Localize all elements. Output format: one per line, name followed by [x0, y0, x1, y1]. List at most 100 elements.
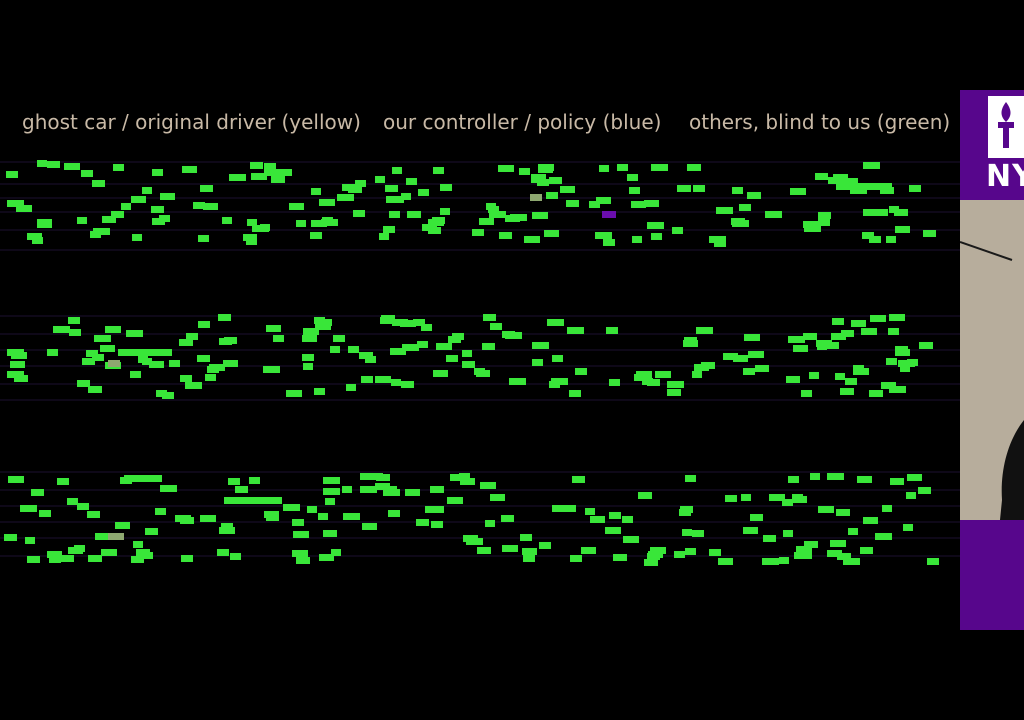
other-car: [228, 478, 240, 485]
other-car: [296, 220, 306, 227]
other-car: [552, 355, 563, 362]
other-car: [837, 553, 851, 560]
other-car: [353, 210, 365, 217]
other-car: [585, 508, 595, 515]
other-car: [748, 351, 764, 358]
torch-icon: [998, 102, 1014, 148]
other-car: [843, 558, 860, 565]
other-car: [888, 328, 899, 335]
other-car: [93, 228, 110, 235]
other-car: [7, 200, 24, 207]
other-car: [413, 319, 425, 326]
other-car: [647, 222, 664, 229]
other-car: [246, 238, 257, 245]
other-car: [266, 325, 281, 332]
other-car: [235, 486, 248, 493]
other-car: [786, 376, 800, 383]
other-car: [674, 551, 685, 558]
other-car: [296, 557, 310, 564]
other-car: [685, 475, 696, 482]
other-car: [320, 319, 332, 326]
other-car: [744, 334, 760, 341]
other-car: [627, 174, 638, 181]
other-car: [323, 477, 340, 484]
other-car: [605, 527, 621, 534]
other-car: [894, 209, 908, 216]
other-car: [510, 214, 527, 221]
other-car: [86, 350, 98, 357]
other-car: [100, 345, 115, 352]
other-car: [321, 219, 338, 226]
other-car: [182, 166, 197, 173]
other-car: [197, 355, 210, 362]
other-car: [392, 319, 408, 326]
other-car: [709, 549, 721, 556]
other-car: [909, 185, 921, 192]
other-car: [315, 323, 331, 330]
other-car: [566, 200, 579, 207]
other-car: [537, 179, 549, 186]
other-car: [788, 476, 799, 483]
other-car: [175, 515, 191, 522]
other-car: [115, 522, 130, 529]
other-car: [311, 188, 321, 195]
other-car: [121, 203, 131, 210]
other-car: [431, 521, 443, 528]
other-car: [407, 211, 421, 218]
other-car: [280, 169, 292, 176]
other-car: [440, 184, 452, 191]
other-car: [142, 358, 152, 365]
other-car: [16, 205, 32, 212]
other-car: [687, 164, 701, 171]
other-car: [264, 511, 279, 518]
other-car: [714, 240, 726, 247]
other-car: [595, 232, 612, 239]
other-car: [560, 186, 575, 193]
other-car: [460, 478, 475, 485]
other-car: [8, 476, 24, 483]
other-car: [124, 475, 162, 482]
other-car: [39, 510, 51, 517]
other-car: [180, 375, 192, 382]
other-car: [263, 366, 280, 373]
other-car: [889, 314, 905, 321]
other-car: [440, 208, 450, 215]
other-car: [181, 555, 193, 562]
other-car: [842, 178, 858, 185]
other-car: [47, 349, 58, 356]
other-car: [155, 508, 166, 515]
other-car: [532, 359, 543, 366]
other-car: [851, 320, 866, 327]
other-car: [532, 342, 549, 349]
nyu-sidebar: NY: [959, 90, 1024, 630]
other-car: [629, 187, 640, 194]
other-car: [524, 236, 540, 243]
other-car: [193, 202, 205, 209]
other-car: [845, 378, 857, 385]
other-car: [149, 361, 164, 368]
other-car: [314, 388, 325, 395]
other-car: [462, 350, 472, 357]
other-car: [383, 226, 395, 233]
other-car: [544, 230, 559, 237]
other-car: [87, 511, 100, 518]
other-car: [769, 494, 785, 501]
other-car: [803, 333, 817, 340]
other-car: [126, 330, 143, 337]
other-car: [101, 549, 117, 556]
other-car: [889, 206, 899, 213]
other-car: [401, 193, 411, 200]
other-car: [870, 315, 886, 322]
other-car: [685, 548, 696, 555]
other-car: [385, 185, 398, 192]
other-car: [53, 326, 70, 333]
ghost-car: [530, 194, 542, 201]
other-car: [88, 386, 102, 393]
other-car: [792, 494, 803, 501]
other-car: [325, 498, 335, 505]
other-car: [827, 473, 844, 480]
other-car: [319, 554, 334, 561]
other-car: [723, 353, 738, 360]
other-car: [264, 163, 276, 170]
other-car: [360, 486, 377, 493]
